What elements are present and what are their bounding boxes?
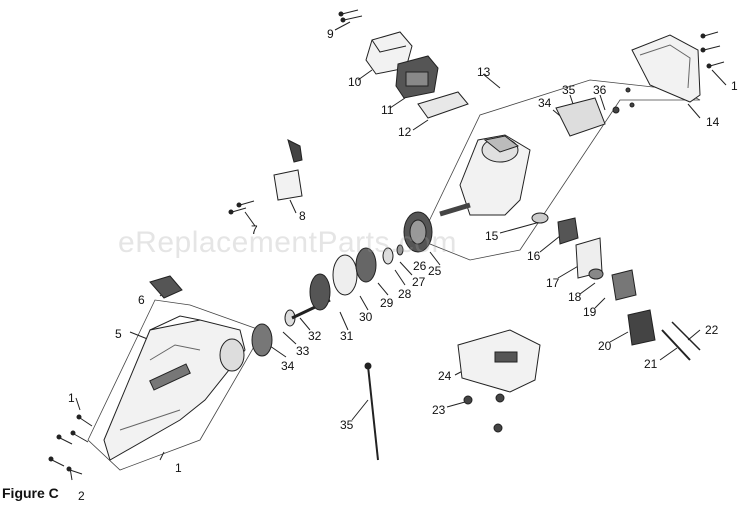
- callout-27: 29: [380, 296, 394, 310]
- callout-17: 19: [583, 305, 597, 319]
- callout-36: 36: [593, 83, 607, 97]
- callout-15: 17: [546, 276, 560, 290]
- callout-18: 20: [598, 339, 612, 353]
- callout-35: 35: [562, 83, 576, 97]
- callout-1-top-right: 1: [731, 79, 738, 93]
- callout-12: 14: [706, 115, 720, 129]
- callout-34: 34: [538, 96, 552, 110]
- watermark: eReplacementParts.com: [118, 226, 457, 259]
- callout-22: 24: [438, 369, 452, 383]
- callout-28: 30: [359, 310, 373, 324]
- callout-16: 18: [568, 290, 582, 304]
- callout-6: 8: [299, 209, 306, 223]
- callout-21: 23: [432, 403, 446, 417]
- callout-30: 32: [308, 329, 322, 343]
- callout-20: 22: [705, 323, 719, 337]
- callout-4: 6: [138, 293, 145, 307]
- callout-24: 26: [413, 259, 427, 273]
- callout-33: 35: [340, 418, 354, 432]
- callout-7: 9: [327, 27, 334, 41]
- callout-8: 10: [348, 75, 362, 89]
- callout-26: 28: [398, 287, 412, 301]
- callout-11: 13: [477, 65, 491, 79]
- callout-2: 2: [78, 489, 85, 503]
- callout-29: 31: [340, 329, 354, 343]
- callout-3: 5: [115, 327, 122, 341]
- figure-label: Figure C: [2, 485, 59, 501]
- callout-10: 12: [398, 125, 412, 139]
- callout-19: 21: [644, 357, 658, 371]
- callout-13: 15: [485, 229, 499, 243]
- engine-group-outline: [419, 79, 701, 261]
- callout-1-bottom: 1: [175, 461, 182, 475]
- callout-25: 27: [412, 275, 426, 289]
- callout-1-left: 1: [68, 391, 75, 405]
- callout-5: 7: [251, 223, 258, 237]
- callout-9: 11: [381, 103, 394, 117]
- callout-14: 16: [527, 249, 541, 263]
- callout-32: 34: [281, 359, 295, 373]
- callout-31: 33: [296, 344, 310, 358]
- callout-23: 25: [428, 264, 442, 278]
